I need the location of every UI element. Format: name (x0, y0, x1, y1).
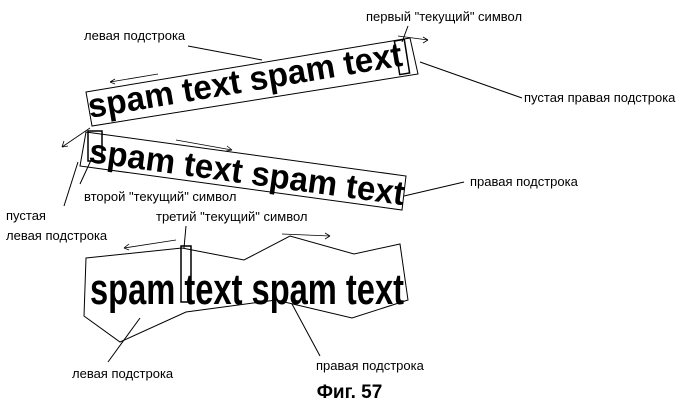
banner-top-text: spam text spam text (85, 36, 405, 126)
figure-caption: Фиг. 57 (0, 382, 699, 404)
label-empty-left-line1: пустая (6, 208, 46, 223)
leader-left-substring-bottom (108, 318, 140, 362)
arrow-bottom-right (282, 234, 330, 236)
leader-empty-right (420, 62, 522, 98)
leader-empty-left (64, 162, 78, 206)
leader-left-substring-top (188, 46, 262, 60)
label-left-substring-bottom: левая подстрока (72, 366, 174, 381)
leader-third-current (184, 226, 186, 248)
label-right-substring-bottom: правая подстрока (316, 358, 425, 373)
label-first-current: первый "текущий" символ (366, 9, 522, 24)
label-empty-right: пустая правая подстрока (524, 90, 676, 105)
banner-top: spam text spam text (85, 36, 428, 126)
arrow-middle-left (62, 128, 90, 147)
label-empty-left-line2: левая подстрока (6, 228, 108, 243)
leader-second-current (80, 158, 92, 184)
label-left-substring-top: левая подстрока (84, 28, 186, 43)
label-second-current: второй "текущий" символ (84, 189, 236, 204)
banner-bottom-text: spam text spam text (90, 265, 404, 314)
arrow-bottom-left (124, 240, 176, 248)
label-third-current: третий "текущий" символ (156, 209, 308, 224)
banner-bottom: spam text spam text (84, 233, 408, 342)
label-right-substring-mid: правая подстрока (470, 174, 579, 189)
leader-right-substring-mid (404, 182, 464, 196)
